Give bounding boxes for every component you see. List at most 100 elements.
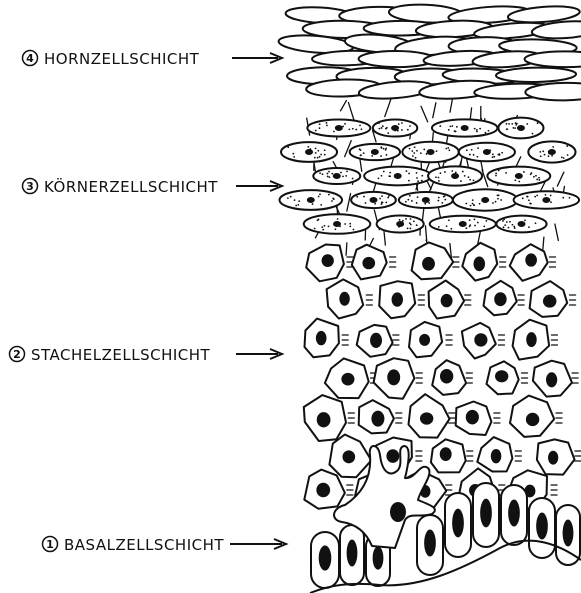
cell-nucleus [526, 413, 539, 426]
granule [409, 148, 411, 150]
cell-connector [384, 231, 385, 245]
granule [410, 218, 412, 220]
granule [492, 202, 494, 204]
granule [439, 172, 441, 174]
granule [445, 148, 447, 150]
cell-nucleus [424, 530, 436, 557]
granule [435, 176, 437, 178]
cell-nucleus [373, 546, 384, 569]
granule [319, 193, 321, 195]
granule [454, 130, 456, 132]
granule [473, 154, 475, 156]
granule [307, 146, 309, 148]
horny-cell [496, 67, 576, 83]
granule [352, 178, 354, 180]
granule [439, 125, 441, 127]
layer-label: HORNZELLSCHICHT [44, 50, 200, 68]
granule [438, 197, 440, 199]
granule [365, 202, 367, 204]
cell-nucleus [548, 149, 556, 155]
granule [382, 125, 384, 127]
granule [479, 128, 481, 130]
granule [537, 122, 539, 124]
granule [411, 200, 413, 202]
cell-connector [470, 108, 471, 119]
cell-nucleus [333, 173, 341, 179]
granule [388, 175, 390, 177]
granule [292, 153, 294, 155]
label-koernerzellschicht: 3 KÖRNERZELLSCHICHT [23, 177, 283, 196]
granule [474, 225, 476, 227]
cell-nucleus [480, 499, 492, 528]
cell-connector [341, 101, 347, 111]
cell-nucleus [563, 520, 574, 547]
cell-nucleus [369, 197, 377, 203]
cell-nucleus [440, 369, 453, 383]
granule [405, 218, 407, 220]
granule [417, 196, 419, 198]
granule [410, 224, 412, 226]
granule [468, 176, 470, 178]
cell-connector [385, 99, 391, 116]
granule [504, 224, 506, 226]
cell-nucleus [396, 221, 404, 227]
granule [515, 122, 517, 124]
granule [361, 128, 363, 130]
granule [349, 226, 351, 228]
granule [447, 147, 449, 149]
granule [420, 152, 422, 154]
granule [414, 146, 416, 148]
granule [438, 177, 440, 179]
granule [409, 125, 411, 127]
granule [472, 203, 474, 205]
horny-cell [525, 51, 581, 67]
cell-nucleus [333, 221, 341, 227]
cell-nucleus [387, 369, 400, 385]
granule [385, 148, 387, 150]
granule [438, 226, 440, 228]
granule [526, 123, 528, 125]
cell-nucleus [542, 197, 550, 203]
granule [550, 195, 552, 197]
granule [379, 198, 381, 200]
granule [456, 126, 458, 128]
granule [342, 176, 344, 178]
cell-nucleus [341, 373, 354, 386]
granule [495, 175, 497, 177]
granule [416, 224, 418, 226]
cell-nucleus [371, 149, 379, 155]
granule [561, 156, 563, 158]
cell-nucleus [419, 334, 430, 346]
granule [344, 223, 346, 225]
granule [378, 122, 380, 124]
granule [386, 127, 388, 129]
granule [536, 195, 538, 197]
granule [508, 227, 510, 229]
granule [527, 196, 529, 198]
granule [448, 149, 450, 151]
granule [411, 150, 413, 152]
granule [314, 157, 316, 159]
granule [416, 202, 418, 204]
granule [477, 147, 479, 149]
cell-nucleus [459, 221, 467, 227]
cell-nucleus [316, 483, 330, 498]
granule [448, 129, 450, 131]
cell-nucleus [394, 173, 402, 179]
granule [360, 149, 362, 151]
granule [514, 179, 516, 181]
granule [352, 128, 354, 130]
granule [381, 201, 383, 203]
granule [337, 218, 339, 220]
cell-nucleus [316, 331, 327, 345]
cell-nucleus [420, 412, 433, 424]
granule [327, 173, 329, 175]
granule [462, 171, 464, 173]
granule [380, 146, 382, 148]
cell-nucleus [526, 332, 536, 347]
granule [495, 172, 497, 174]
granule [476, 131, 478, 133]
granule [532, 133, 534, 135]
cell-nucleus [452, 509, 464, 538]
granule [539, 151, 541, 153]
